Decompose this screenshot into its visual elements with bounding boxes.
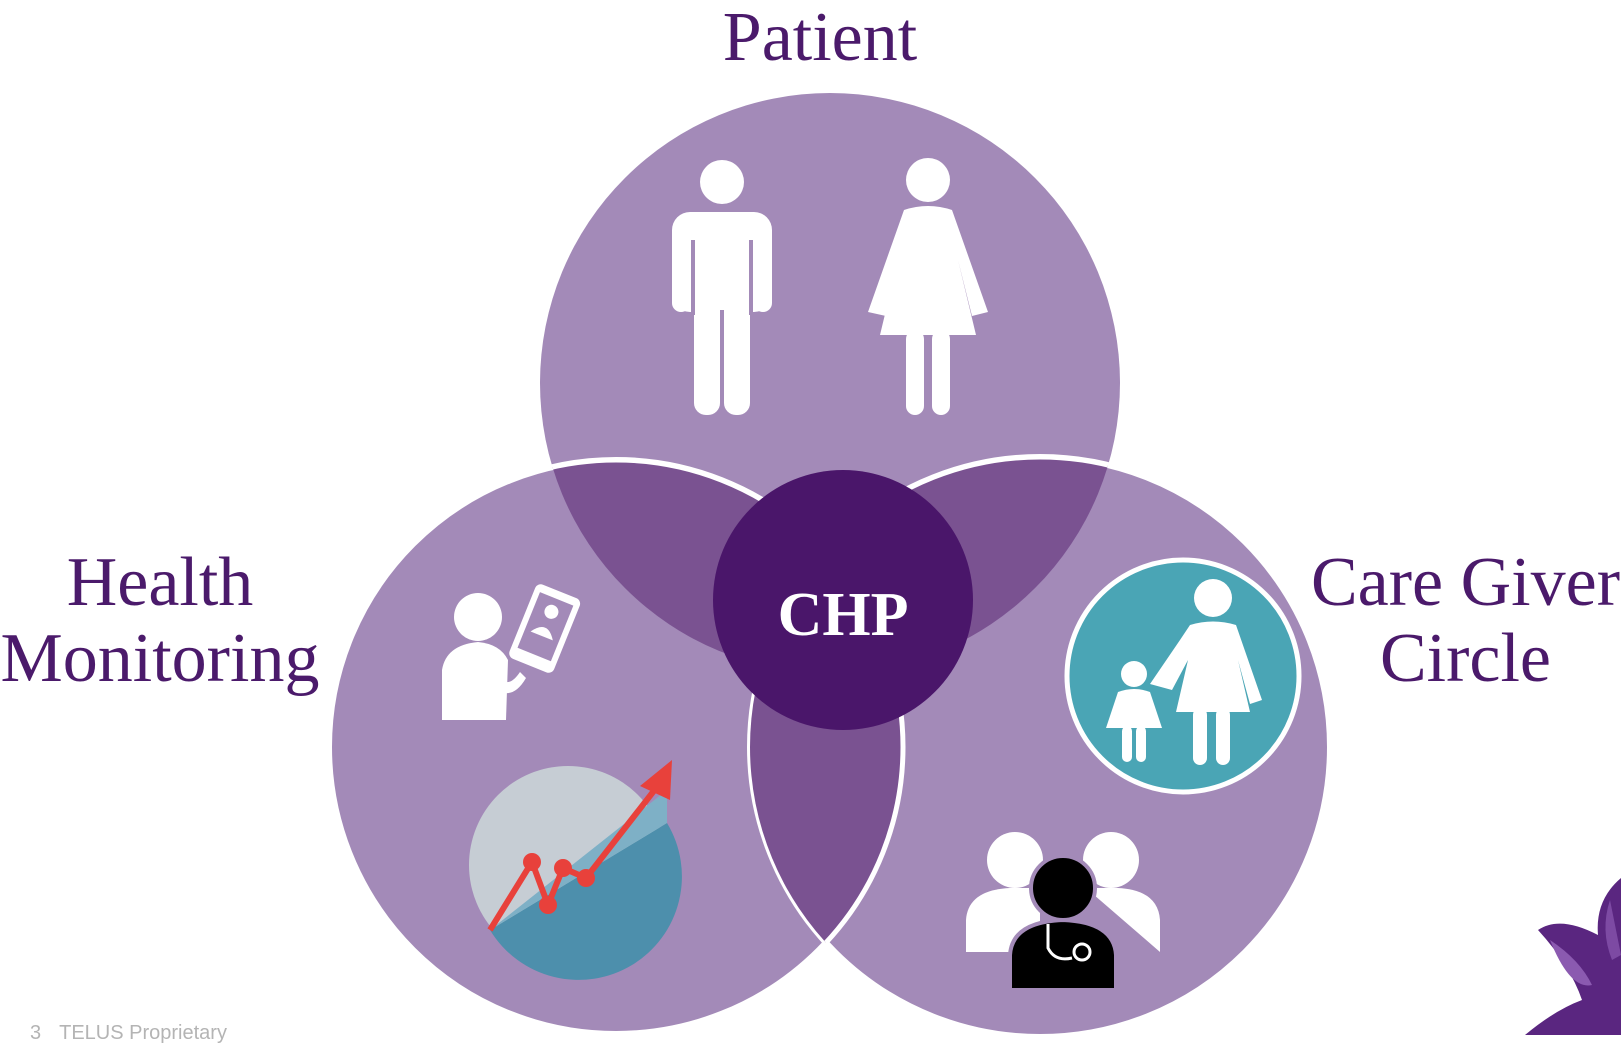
center-label: CHP — [778, 581, 909, 649]
parent-child-icon — [1064, 557, 1302, 795]
flower-icon — [1525, 878, 1621, 1035]
doctor-group-icon — [966, 832, 1160, 992]
footer: 3 TELUS Proprietary — [30, 1022, 245, 1045]
woman-icon — [868, 158, 988, 415]
footer-text: TELUS Proprietary — [59, 1022, 227, 1044]
health-monitoring-line1: Health — [66, 544, 254, 621]
health-monitoring-line2: Monitoring — [0, 620, 320, 697]
patient-label: Patient — [722, 0, 918, 76]
growth-chart-icon — [469, 760, 682, 980]
tablet-doctor-icon — [442, 584, 581, 720]
man-icon — [672, 160, 772, 415]
care-giver-line2: Circle — [1379, 620, 1552, 697]
health-monitoring-label: Health Monitoring — [0, 545, 320, 697]
care-giver-label: Care Giver Circle — [1310, 545, 1621, 697]
page-number: 3 — [30, 1022, 42, 1044]
center-circle — [713, 470, 973, 730]
care-giver-line1: Care Giver — [1310, 544, 1621, 621]
